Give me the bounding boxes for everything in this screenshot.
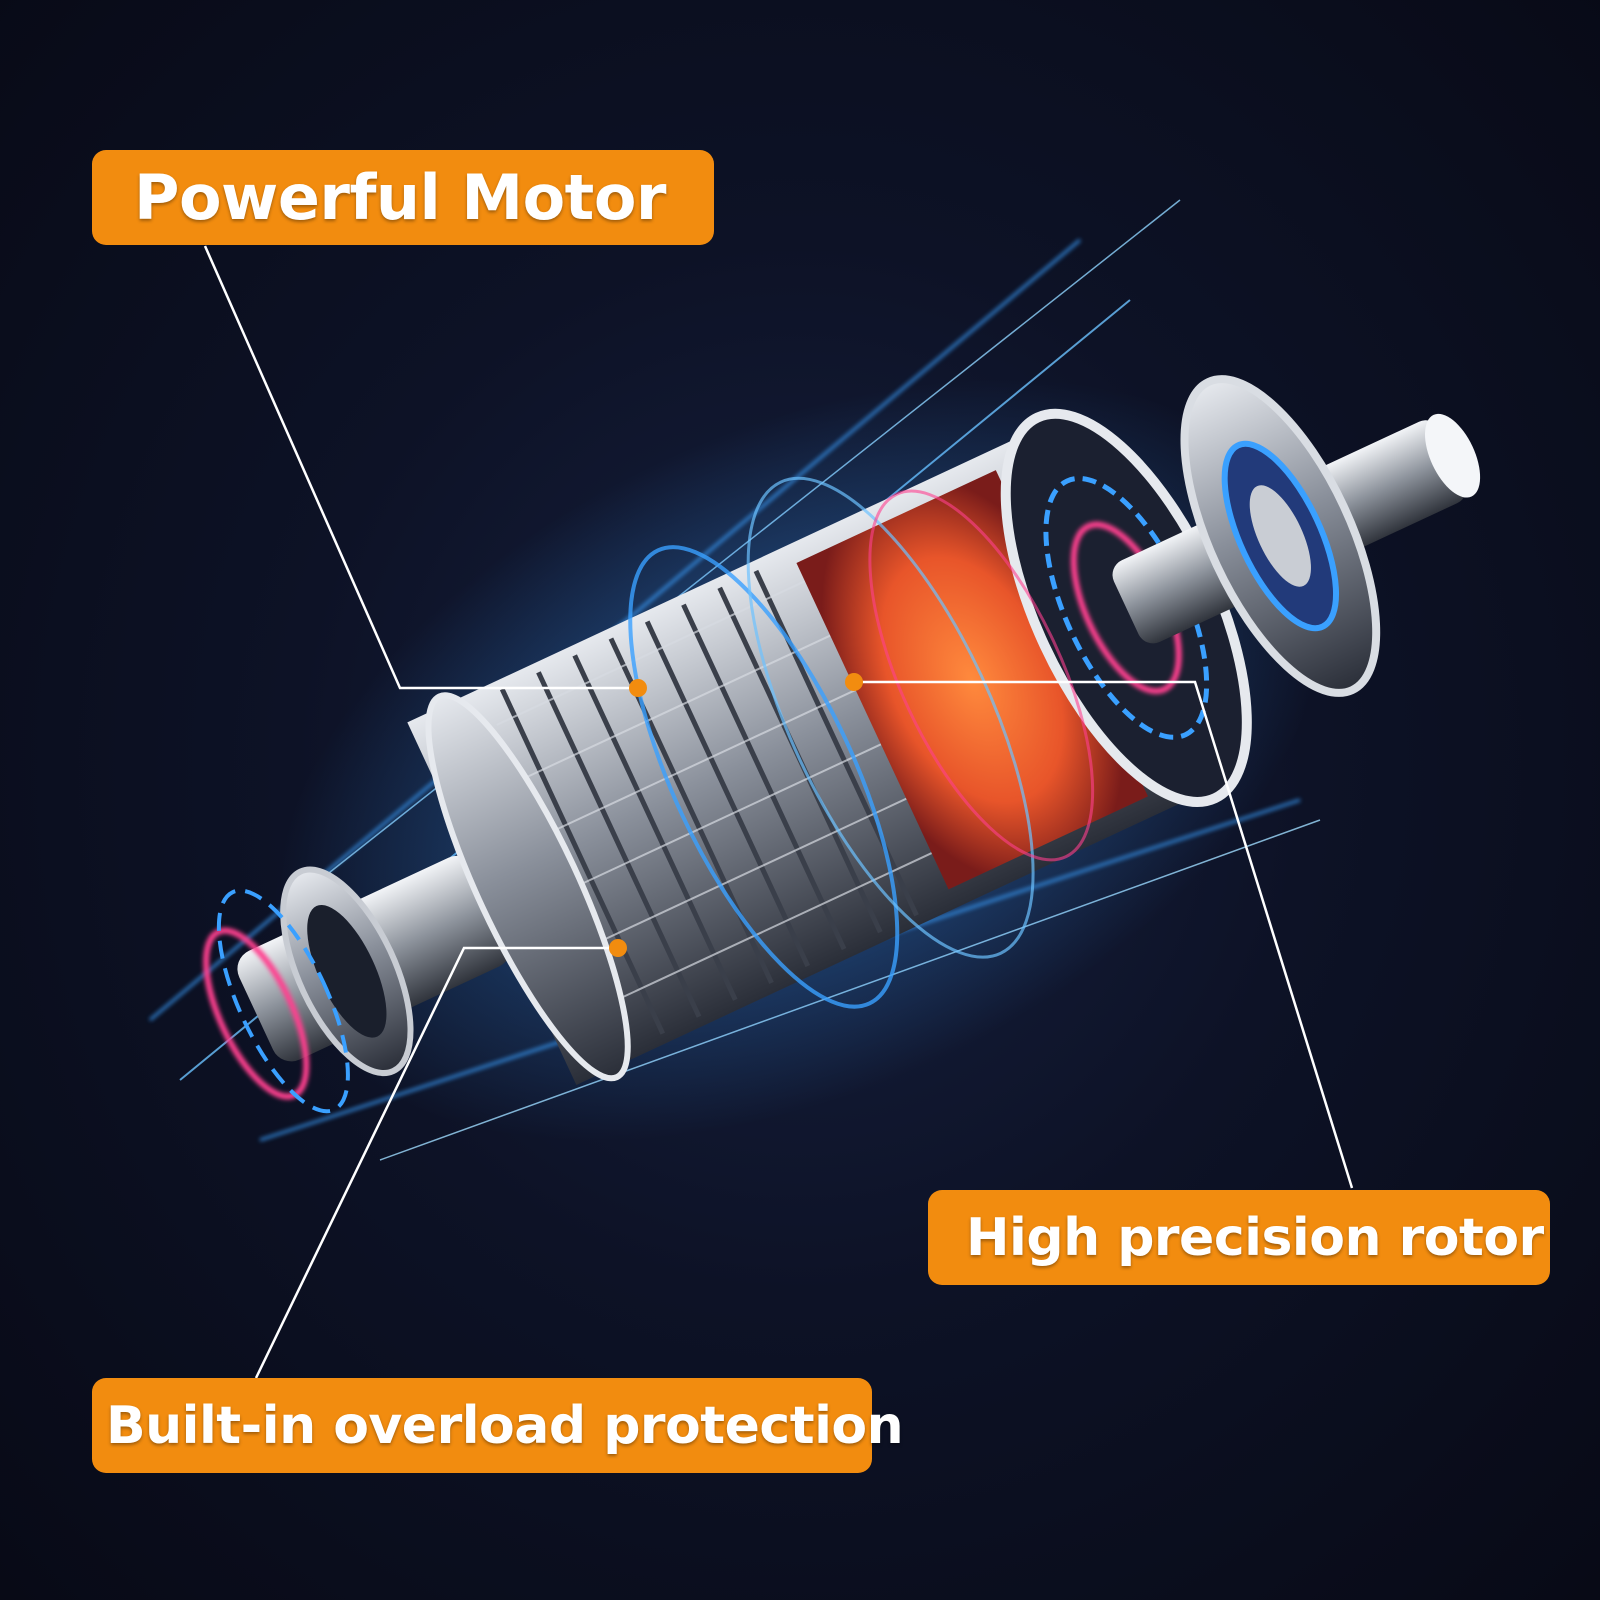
overload-protection-label: Built-in overload protection (92, 1378, 904, 1473)
callout-dot-motor (629, 679, 647, 697)
callout-dot-overload (609, 939, 627, 957)
callout-lines (203, 245, 1354, 1379)
left-bearing (280, 866, 414, 1077)
glow-rings (628, 476, 1095, 1009)
armature-body (407, 408, 1252, 1085)
high-precision-rotor-label: High precision rotor (928, 1190, 1550, 1285)
callout-dot-rotor (845, 673, 863, 691)
powerful-motor-label: Powerful Motor (92, 150, 714, 245)
right-bearing (1180, 375, 1381, 697)
callout-dots (609, 673, 863, 957)
